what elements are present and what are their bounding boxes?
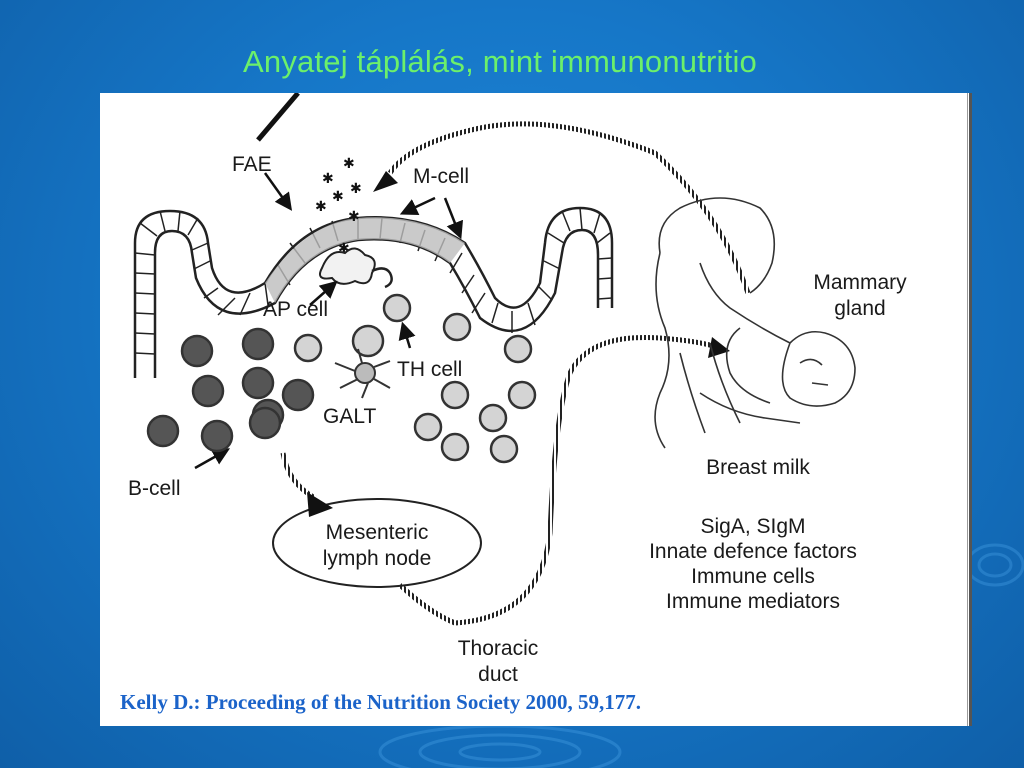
- panel-border: [966, 93, 972, 726]
- label-arrows: [194, 172, 463, 470]
- ap-cell-shape: [319, 247, 376, 285]
- label-breast-milk: Breast milk: [706, 456, 810, 479]
- label-gland: gland: [834, 297, 885, 320]
- milk-component: SigA, SIgM: [700, 515, 805, 538]
- label-ap-cell: AP cell: [263, 298, 328, 321]
- svg-text:✱: ✱: [332, 189, 344, 205]
- figure-panel: ✱✱✱ ✱✱✱ ✱✱: [100, 93, 972, 726]
- mesenteric-lymph-node: [272, 498, 482, 588]
- milk-component: Immune cells: [691, 565, 815, 588]
- svg-text:✱: ✱: [348, 209, 360, 225]
- label-b-cell: B-cell: [128, 477, 181, 500]
- label-galt: GALT: [323, 405, 376, 428]
- m-cell-loop: [371, 267, 393, 289]
- citation: Kelly D.: Proceeding of the Nutrition So…: [120, 690, 642, 714]
- label-lymph-node: lymph node: [323, 547, 432, 570]
- svg-text:✱: ✱: [322, 171, 334, 187]
- slide-title: Anyatej táplálás, mint immunonutritio: [243, 44, 757, 79]
- label-thoracic: Thoracic: [458, 637, 539, 660]
- label-fae: FAE: [232, 153, 272, 176]
- label-mesenteric: Mesenteric: [326, 521, 429, 544]
- svg-text:✱: ✱: [315, 199, 327, 215]
- svg-text:✱: ✱: [350, 181, 362, 197]
- lymph-flow-arrowheads: [307, 171, 730, 517]
- b-cells: [146, 327, 315, 453]
- label-duct: duct: [478, 663, 518, 686]
- mother-infant-illustration: [654, 197, 856, 449]
- follicle-dome: [265, 217, 465, 303]
- label-m-cell: M-cell: [413, 165, 469, 188]
- t-cells: [293, 293, 537, 464]
- svg-text:✱: ✱: [338, 241, 350, 257]
- milk-component: Innate defence factors: [649, 540, 857, 563]
- dendritic-cell: [334, 348, 391, 399]
- svg-text:✱: ✱: [343, 156, 355, 172]
- label-mammary: Mammary: [813, 271, 907, 294]
- label-th-cell: TH cell: [397, 358, 462, 381]
- gut-breast-immunity-diagram: ✱✱✱ ✱✱✱ ✱✱: [128, 93, 907, 686]
- milk-component: Immune mediators: [666, 590, 840, 613]
- fae-pointer-line: [256, 93, 300, 142]
